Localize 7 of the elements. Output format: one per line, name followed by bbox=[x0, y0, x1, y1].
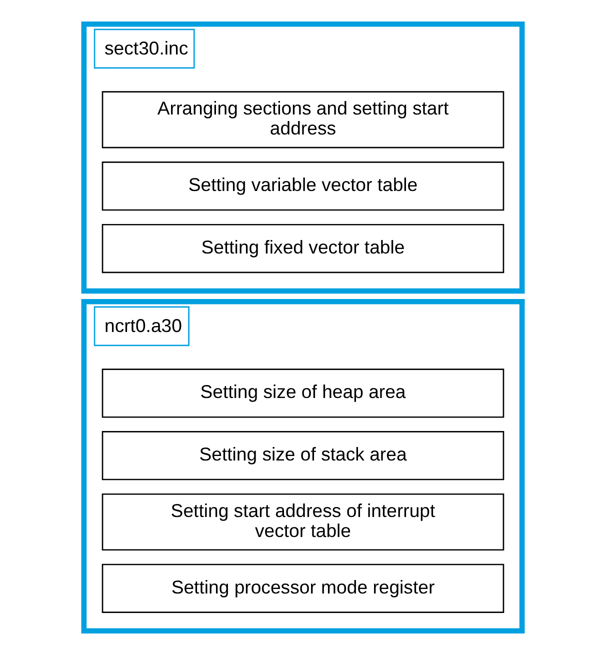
node-box: Setting variable vector table bbox=[102, 162, 504, 211]
node-box: Setting fixed vector table bbox=[102, 224, 504, 274]
node-box: Setting processor mode register bbox=[102, 564, 504, 613]
node-box: Arranging sections and setting start address bbox=[102, 91, 504, 148]
node-box: Setting start address of interrupt vector table bbox=[102, 493, 504, 551]
node-box: Setting size of heap area bbox=[102, 368, 504, 418]
node-box: Setting size of stack area bbox=[102, 431, 504, 480]
